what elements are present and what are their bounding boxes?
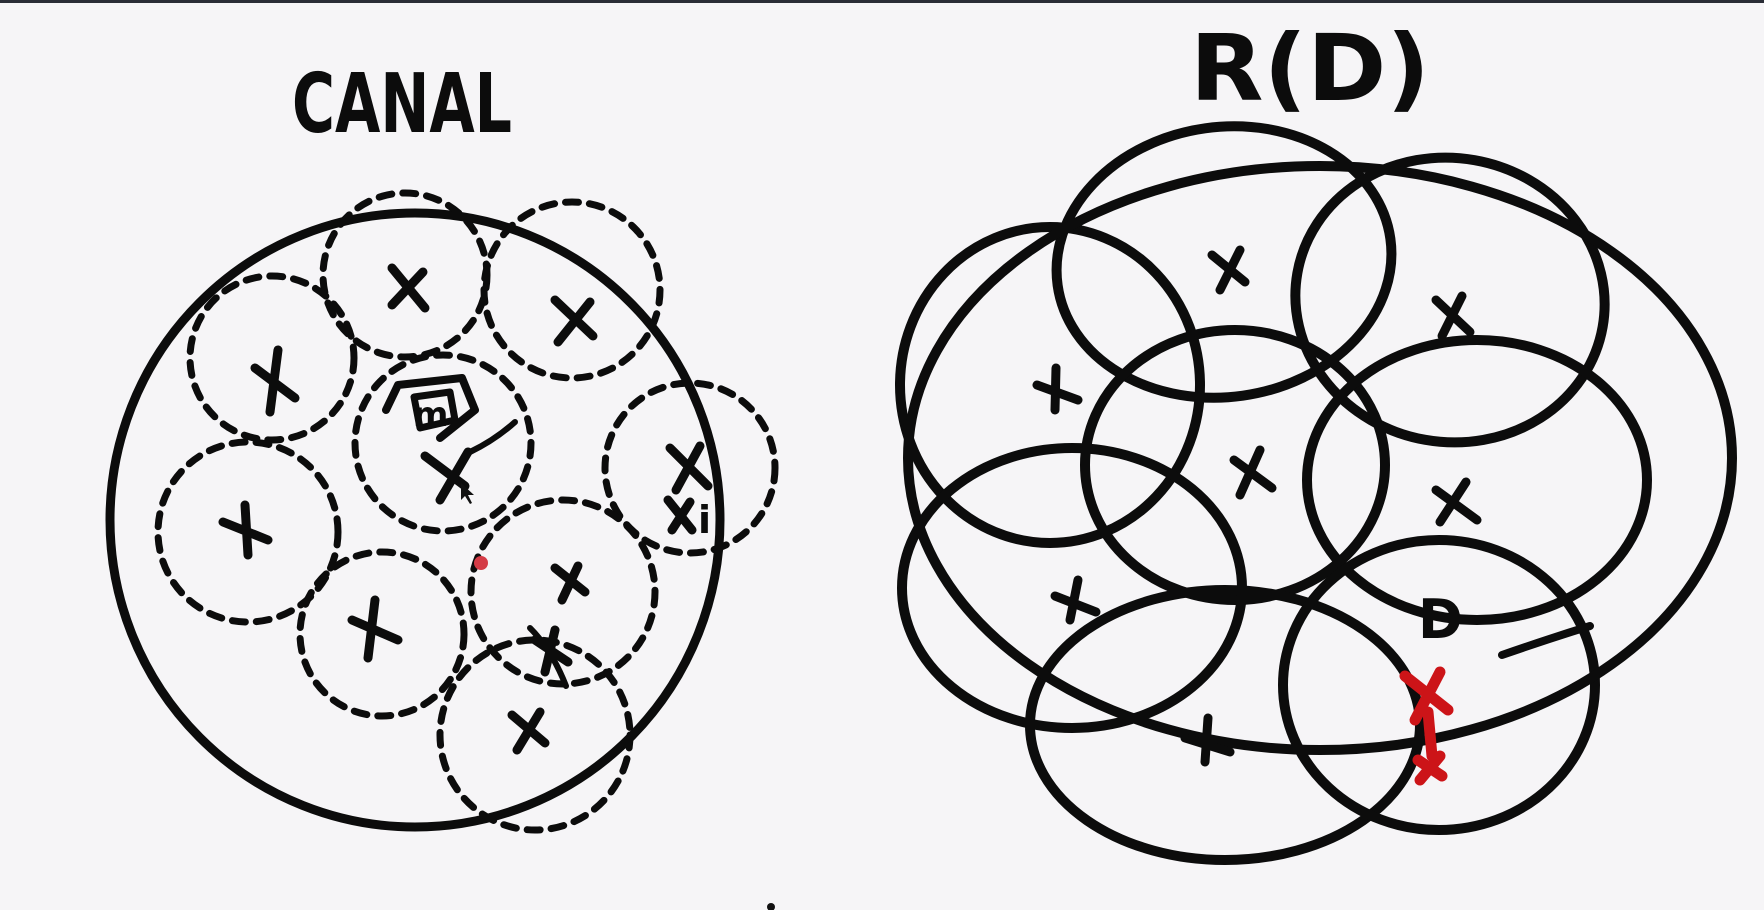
red-stem (1422, 706, 1438, 762)
rate-distortion-diagram: R(D) D (895, 15, 1737, 865)
cross-mark (507, 707, 550, 755)
dashed-region (601, 379, 779, 557)
message-box (382, 374, 479, 442)
cross-mark (387, 263, 430, 313)
red-cross-mark (1399, 666, 1454, 726)
rd-codeword-marks (1032, 245, 1482, 767)
cross-mark (1431, 477, 1482, 527)
edge-dot (767, 903, 775, 910)
region-pointer-stroke (1498, 622, 1594, 659)
received-point-mark (663, 495, 697, 535)
message-label: m (413, 395, 448, 435)
covering-circle (903, 161, 1737, 755)
xi-subscript-label: i (698, 498, 711, 542)
red-small-cross (1412, 750, 1448, 786)
covering-circle (1080, 325, 1390, 605)
covering-circle (1051, 121, 1397, 403)
window-top-edge (0, 0, 1764, 3)
red-dot (474, 556, 488, 570)
cross-mark (550, 295, 598, 347)
cross-mark (1229, 445, 1277, 500)
canal-title: CANAL (292, 57, 512, 152)
cross-mark (218, 500, 273, 560)
covering-circle (1302, 335, 1652, 625)
cross-mark (420, 447, 473, 505)
highlighted-source-point (1399, 666, 1454, 786)
covering-circle (1290, 152, 1610, 448)
covering-circle (1278, 535, 1600, 835)
canal-diagram: CANAL i (105, 57, 779, 834)
canal-codeword-marks (218, 263, 713, 755)
message-inner-box (410, 388, 459, 432)
distortion-region-label: D (1418, 588, 1463, 651)
cross-mark (1050, 575, 1101, 625)
covering-circle (895, 222, 1205, 548)
cross-mark (250, 345, 300, 417)
dashed-region (480, 198, 664, 382)
rd-covering-circles (895, 121, 1737, 865)
dashed-region (186, 272, 358, 444)
dashed-region (296, 548, 468, 720)
covering-circle (1025, 585, 1425, 865)
rd-title: R(D) (1190, 15, 1430, 122)
cross-mark (1207, 245, 1250, 295)
cross-mark (347, 595, 403, 663)
cross-mark (1431, 291, 1475, 341)
cross-box-stroke (527, 625, 569, 689)
cross-mark (550, 561, 590, 605)
cross-mark (665, 441, 713, 495)
pointer-cursor-icon (461, 483, 474, 504)
cross-mark (1180, 713, 1235, 767)
message-pointer-stroke (467, 419, 518, 455)
channel-outer-circle (105, 208, 725, 832)
cross-mark (1032, 363, 1083, 415)
dashed-region (351, 351, 535, 535)
dashed-region (154, 438, 342, 626)
